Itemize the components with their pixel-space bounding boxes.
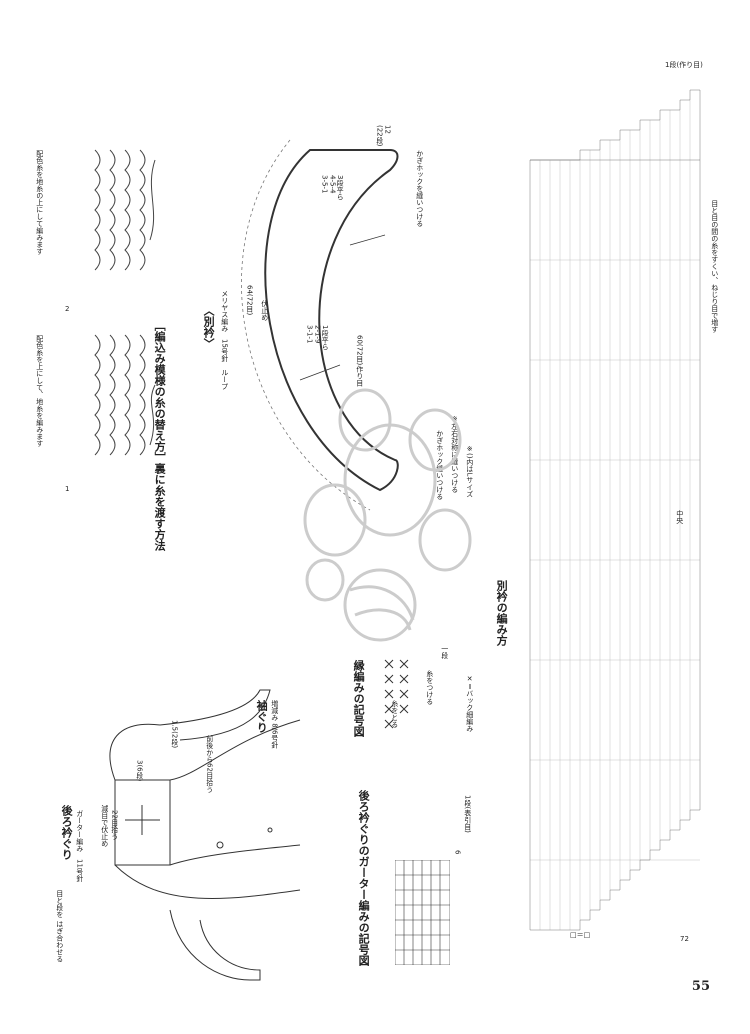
crochet-title: 縁編みの記号図 bbox=[352, 660, 366, 737]
crochet-label-2: 一段 bbox=[440, 645, 449, 659]
main-chart-top-note: 目と目の間の糸をすくい、ねじり目で増す bbox=[710, 200, 719, 333]
intarsia-swatch-1 bbox=[94, 334, 156, 456]
back-neck-section: 後ろ衿ぐり ガーター編み 11号針 目と段を はぎ合わせる 減目で伏止め 22目… bbox=[30, 680, 330, 1000]
main-chart-center-label: 中央 bbox=[675, 510, 684, 524]
garter-grid bbox=[395, 860, 450, 965]
watermark-cactus-icon bbox=[303, 388, 472, 642]
intarsia-caption-1: 配色糸を上にして、地糸を編みます bbox=[35, 335, 44, 447]
collar-stitch-stop-note: 伏止め bbox=[260, 300, 269, 321]
collar-note-1: かぎホック縫いつける bbox=[435, 430, 444, 500]
collar-dec-right: 3段平ら 4-5-4 3-5-1 bbox=[320, 175, 345, 201]
crochet-legend: ✕＝バック細編み bbox=[465, 675, 474, 732]
collar-row-top: 12 (22段) bbox=[375, 125, 392, 147]
intarsia-title: ［編込み模様の糸の替え方］裏に糸を渡す方法 bbox=[153, 320, 167, 551]
collar-shape bbox=[241, 139, 399, 511]
crochet-label-0: 糸をとる bbox=[390, 700, 399, 728]
back-neck-label-0: 目と段を はぎ合わせる bbox=[55, 890, 64, 963]
garter-title: 後ろ衿ぐりのガーター編みの記号図 bbox=[357, 790, 371, 966]
intarsia-caption-2: 配色糸を地糸の上にして編みます bbox=[35, 150, 44, 255]
main-chart-grid bbox=[529, 89, 701, 931]
collar-subtitle: メリヤス編み 15号針 ループ bbox=[220, 290, 229, 390]
back-neck-label-4: 1.5(2段) bbox=[170, 720, 179, 749]
main-chart-row-72: 72 bbox=[680, 935, 689, 943]
main-chart-title: 別衿の編み方 bbox=[495, 580, 509, 646]
main-chart-legend: □＝□ bbox=[570, 931, 591, 939]
main-chart-row-1: 1段(作り目) bbox=[665, 61, 703, 69]
armhole-subtitle: 増減み 8/6号針 bbox=[270, 700, 279, 749]
armhole-title: 袖ぐり bbox=[255, 700, 269, 733]
back-neck-label-1: 減目で伏止め bbox=[100, 805, 109, 847]
collar-dec-left: 1段平ら 2-1-9 3-1-1 bbox=[305, 325, 330, 351]
armhole-note: 前後から62目拾う bbox=[205, 735, 214, 793]
back-neck-label-3: 3(6段) bbox=[135, 760, 144, 782]
collar-hook-note: かぎホックを縫いつける bbox=[415, 150, 424, 227]
intarsia-step2-label: 2 bbox=[65, 305, 70, 313]
crochet-section: 縁編みの記号図 糸をとる 糸をつける 一段 ✕＝バック細編み bbox=[350, 640, 490, 770]
back-neck-title: 後ろ衿ぐり bbox=[60, 805, 74, 860]
collar-note-3: ※()内はLサイズ bbox=[465, 445, 474, 498]
collar-title: 〈別衿〉 bbox=[202, 305, 216, 349]
collar-note-2: ※左右対称に縫いつける bbox=[450, 415, 459, 493]
crochet-label-1: 糸をつける bbox=[425, 670, 434, 705]
garter-label-0: 6 bbox=[453, 850, 462, 855]
intarsia-swatch-2 bbox=[94, 149, 156, 271]
collar-section: 〈別衿〉 メリヤス編み 15号針 ループ 64(72目) 伏止め 60(72目)… bbox=[200, 100, 500, 520]
garter-section: 後ろ衿ぐりのガーター編みの記号図 6 1段(表引目) bbox=[355, 790, 485, 990]
collar-stitch-stop: 64(72目) bbox=[245, 285, 254, 316]
page-number: 55 bbox=[691, 979, 710, 994]
back-neck-subtitle: ガーター編み 11号針 bbox=[75, 810, 84, 882]
crochet-chart bbox=[384, 659, 409, 729]
collar-cast-on: 60(72目)作り目 bbox=[355, 335, 364, 387]
garter-label-3: 1段(表引目) bbox=[463, 795, 472, 833]
intarsia-step1-label: 1 bbox=[65, 485, 70, 493]
intarsia-section: ［編込み模様の糸の替え方］裏に糸を渡す方法 1 2 配色糸を上にして、地糸を編み… bbox=[25, 125, 195, 551]
back-neck-shape bbox=[109, 689, 301, 981]
main-chart-section: 別衿の編み方 中央 目と目の間の糸をすくい、ねじり目で増す 72 1段(作り目)… bbox=[495, 60, 735, 960]
back-neck-label-2: 22目拾う bbox=[110, 810, 119, 840]
